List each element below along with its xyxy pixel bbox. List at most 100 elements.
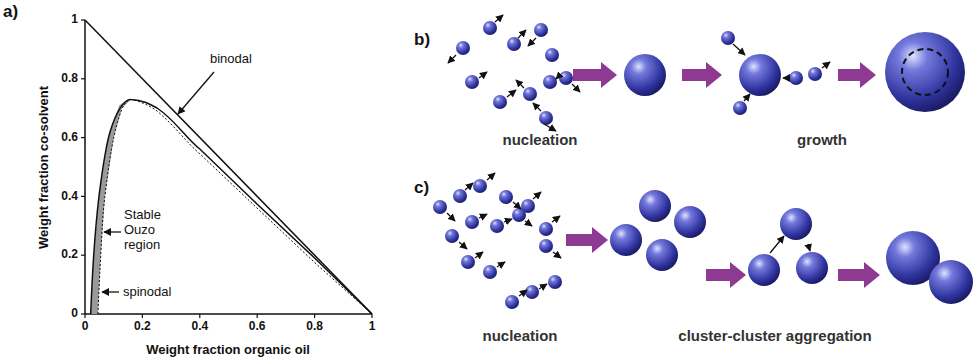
former-size-outline	[902, 49, 948, 95]
tick-label: 1	[71, 13, 78, 27]
motion-arrow	[487, 173, 495, 180]
particle	[796, 252, 828, 284]
particle	[505, 295, 519, 309]
process-arrow	[838, 262, 880, 288]
tick-label: 0.2	[134, 320, 151, 334]
tick-label: 0.4	[61, 190, 78, 204]
particle	[789, 71, 803, 85]
particle	[523, 87, 537, 101]
particle	[733, 101, 747, 115]
motion-arrow	[519, 290, 527, 296]
particle	[646, 239, 678, 271]
motion-arrow	[479, 72, 487, 78]
particle	[739, 54, 781, 96]
step-label: cluster-cluster aggregation	[678, 327, 871, 344]
particle	[534, 23, 548, 37]
particle	[543, 75, 557, 89]
particle	[559, 71, 573, 85]
particle	[456, 41, 470, 55]
motion-arrow	[533, 192, 541, 199]
motion-arrow	[513, 202, 521, 209]
process-arrow	[573, 62, 617, 88]
particle	[721, 31, 735, 45]
particle	[453, 189, 467, 203]
particle	[507, 37, 521, 51]
motion-arrow	[744, 94, 750, 101]
motion-arrow	[447, 213, 455, 221]
motion-arrow	[528, 38, 536, 46]
panel-letter: c)	[414, 178, 429, 198]
particle	[433, 200, 447, 214]
axis-title: Weight fraction co-solvent	[37, 86, 52, 249]
particle	[483, 265, 497, 279]
motion-arrow	[539, 284, 547, 289]
motion-arrow	[552, 216, 560, 222]
particle	[624, 54, 666, 96]
motion-arrow	[572, 84, 580, 92]
motion-arrow	[495, 15, 503, 22]
axis-title: Weight fraction organic oil	[146, 343, 310, 358]
motion-arrow	[507, 90, 516, 97]
particle	[445, 229, 459, 243]
motion-arrow	[733, 44, 745, 55]
particle	[499, 190, 513, 204]
particle	[539, 111, 553, 125]
particle-illustration	[433, 15, 973, 309]
tick-label: 0.8	[306, 320, 323, 334]
motion-arrow	[518, 30, 526, 38]
panel-letter: a)	[3, 2, 18, 22]
particle	[512, 208, 526, 222]
motion-arrow	[465, 183, 473, 190]
particle	[610, 224, 642, 256]
process-arrow	[838, 62, 876, 88]
particle	[674, 206, 706, 238]
tick-label: 0.4	[191, 320, 208, 334]
particle	[490, 219, 504, 233]
binodal-curve	[91, 99, 372, 314]
motion-arrow	[770, 236, 784, 253]
motion-arrow	[553, 252, 561, 258]
motion-arrow	[475, 252, 483, 258]
tick-label: 0.6	[61, 131, 78, 145]
motion-arrow	[479, 214, 487, 218]
motion-arrow	[497, 262, 505, 267]
motion-arrow	[525, 221, 532, 226]
step-label: nucleation	[482, 327, 557, 344]
particle	[465, 75, 479, 89]
tick-label: 1	[369, 320, 376, 334]
step-label: nucleation	[502, 131, 577, 148]
curve-label: spinodal	[123, 285, 171, 300]
particle	[808, 67, 822, 81]
curve-label: binodal	[210, 52, 252, 67]
motion-arrow	[459, 242, 467, 249]
particle	[885, 32, 965, 112]
spinodal-curve	[98, 100, 372, 315]
particle	[929, 260, 973, 304]
particle	[473, 179, 487, 193]
particle	[461, 255, 475, 269]
particle	[525, 285, 539, 299]
tick-label: 0.8	[61, 72, 78, 86]
process-arrow	[566, 227, 608, 253]
particle	[465, 215, 479, 229]
motion-arrow	[504, 219, 512, 222]
tick-label: 0.6	[249, 320, 266, 334]
particle	[780, 208, 812, 240]
process-arrow	[682, 62, 722, 88]
motion-arrow	[783, 77, 789, 78]
motion-arrow	[448, 55, 456, 63]
panel-letter: b)	[414, 30, 430, 50]
leader-arrows	[102, 72, 214, 292]
motion-arrow	[822, 62, 830, 68]
particle	[493, 95, 507, 109]
particle	[483, 21, 497, 35]
motion-arrow	[516, 80, 524, 88]
particle	[545, 48, 559, 62]
chart-axes	[81, 20, 372, 318]
particle	[539, 239, 553, 253]
process-arrow	[706, 262, 746, 288]
tick-label: 0	[71, 307, 78, 321]
particle	[539, 222, 553, 236]
motion-arrow	[556, 75, 560, 79]
